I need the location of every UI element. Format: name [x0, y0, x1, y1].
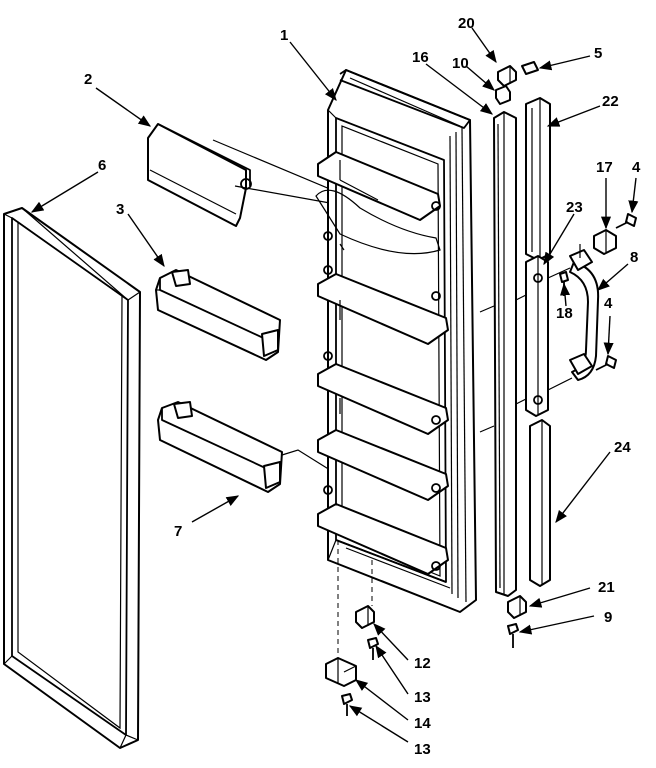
door-closer-screw	[341, 693, 353, 716]
bottom-hinge-bracket	[507, 595, 527, 619]
handle-screw-upper	[615, 213, 637, 229]
door-trim-strip	[479, 111, 533, 597]
door-closer-cam	[325, 657, 357, 687]
upper-handle-trim	[525, 97, 551, 261]
handle-base-strip	[525, 255, 549, 417]
callout-21: 21	[598, 579, 615, 596]
callout-4-upper: 4	[632, 159, 641, 176]
callout-7: 7	[174, 523, 182, 540]
callout-1: 1	[280, 27, 288, 44]
dairy-door	[147, 123, 381, 227]
callout-5: 5	[594, 45, 602, 62]
door-bin-upper	[155, 269, 281, 361]
door-liner	[315, 69, 477, 613]
callout-23: 23	[566, 199, 583, 216]
callout-24: 24	[614, 439, 631, 456]
top-hinge-bracket	[497, 65, 517, 87]
callout-9: 9	[604, 609, 612, 626]
callout-10: 10	[452, 55, 469, 72]
callout-4-lower: 4	[604, 295, 613, 312]
callout-3: 3	[116, 201, 124, 218]
handle-screw-lower	[595, 355, 617, 371]
callout-8: 8	[630, 249, 638, 266]
top-cap	[521, 61, 539, 75]
callout-labels: 1 2 3 4 4 5 6 7 8 9 10 12 13 13 14 16 17…	[84, 15, 641, 758]
lower-handle-trim	[529, 419, 551, 587]
callout-13-upper: 13	[414, 689, 431, 706]
leader-lines	[30, 27, 639, 743]
callout-13-lower: 13	[414, 741, 431, 758]
callout-22: 22	[602, 93, 619, 110]
callout-12: 12	[414, 655, 431, 672]
callout-16: 16	[412, 49, 429, 66]
callout-2: 2	[84, 71, 92, 88]
top-bushing	[495, 85, 511, 105]
bottom-hinge-screw	[507, 623, 519, 648]
callout-14: 14	[414, 715, 431, 732]
door-stop-bracket	[355, 605, 375, 629]
callout-17: 17	[596, 159, 613, 176]
door-bin-lower	[157, 401, 331, 493]
handle-clip	[593, 229, 617, 255]
callout-6: 6	[98, 157, 106, 174]
door-gasket	[3, 207, 141, 749]
callout-20: 20	[458, 15, 475, 32]
callout-18: 18	[556, 305, 573, 322]
door-stop-screw	[367, 637, 379, 660]
